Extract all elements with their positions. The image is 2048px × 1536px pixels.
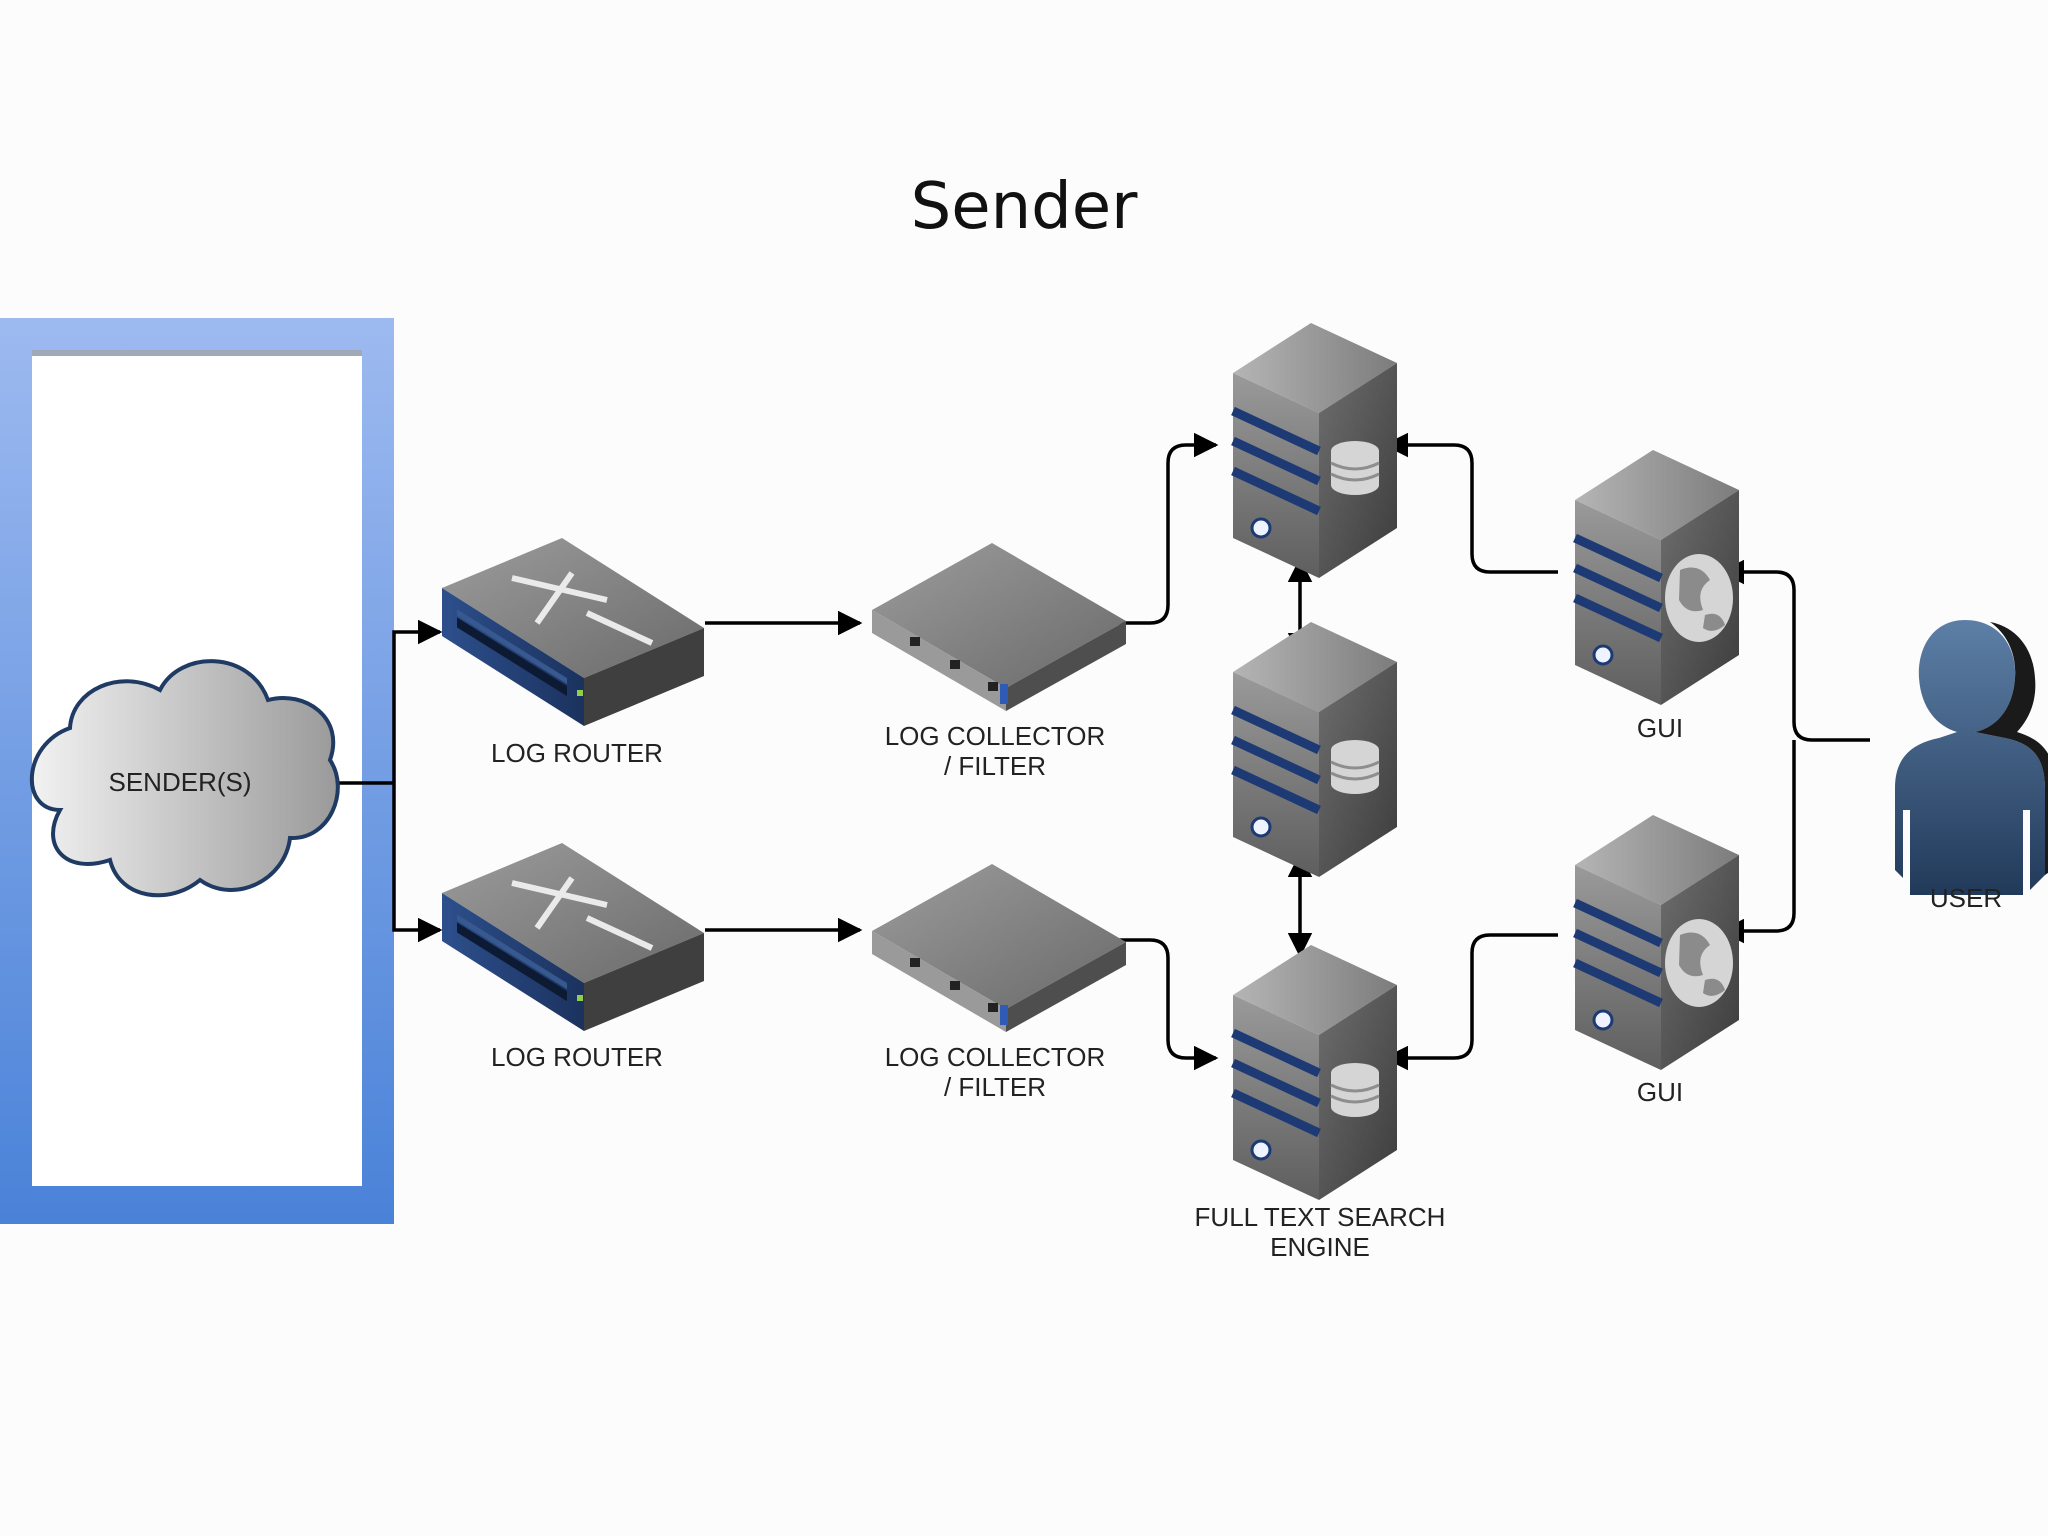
log-collector-top-label-2: / FILTER <box>944 751 1046 781</box>
senders-label: SENDER(S) <box>108 767 251 797</box>
search-engine-top-icon <box>1231 323 1397 578</box>
connectors <box>338 432 1870 1071</box>
log-collector-bottom-label-2: / FILTER <box>944 1072 1046 1102</box>
log-router-bottom-icon <box>442 843 704 1031</box>
search-engine-middle-icon <box>1231 622 1397 877</box>
search-engine-label-2: ENGINE <box>1270 1232 1370 1262</box>
user-label: USER <box>1930 883 2002 913</box>
gui-top-icon <box>1573 450 1739 705</box>
log-collector-top-icon <box>872 543 1126 711</box>
log-collector-top-label-1: LOG COLLECTOR <box>885 721 1106 751</box>
gui-bottom-label: GUI <box>1637 1077 1683 1107</box>
gui-top-label: GUI <box>1637 713 1683 743</box>
gui-bottom-icon <box>1573 815 1739 1070</box>
slide-title: Sender <box>910 170 1138 244</box>
log-collector-bottom-label-1: LOG COLLECTOR <box>885 1042 1106 1072</box>
search-engine-bottom-icon <box>1231 945 1397 1200</box>
user-icon <box>1895 620 2048 895</box>
log-router-top-label: LOG ROUTER <box>491 738 663 768</box>
log-router-bottom-label: LOG ROUTER <box>491 1042 663 1072</box>
log-router-top-icon <box>442 538 704 726</box>
search-engine-label-1: FULL TEXT SEARCH <box>1195 1202 1446 1232</box>
senders-cloud-icon <box>29 659 340 898</box>
log-collector-bottom-icon <box>872 864 1126 1032</box>
